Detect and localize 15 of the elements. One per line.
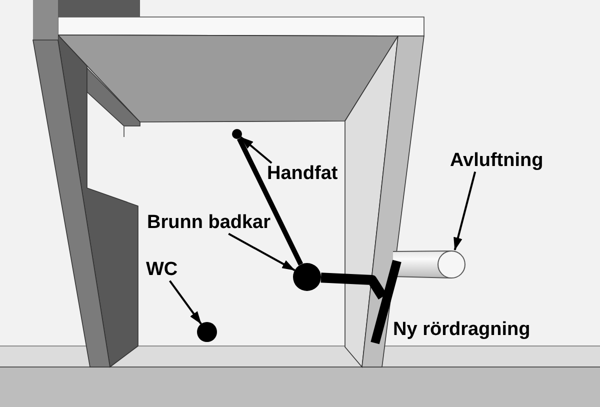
arrow [240,136,272,164]
pipe-line [320,272,387,300]
arrow [228,232,296,272]
arrow [454,172,476,250]
dot-marker-icon [232,129,242,139]
callout-label: Brunn badkar [147,212,271,234]
dot-marker-icon [293,263,321,291]
callout-label: Avluftning [450,150,544,172]
callout-label: WC [146,259,178,281]
arrow [169,280,202,324]
vent-pipe [393,250,466,279]
annotation-label: Ny rördragning [393,319,530,341]
callout-label: Handfat [267,163,338,185]
dot-marker-icon [197,322,217,342]
pipe-line [236,137,304,266]
